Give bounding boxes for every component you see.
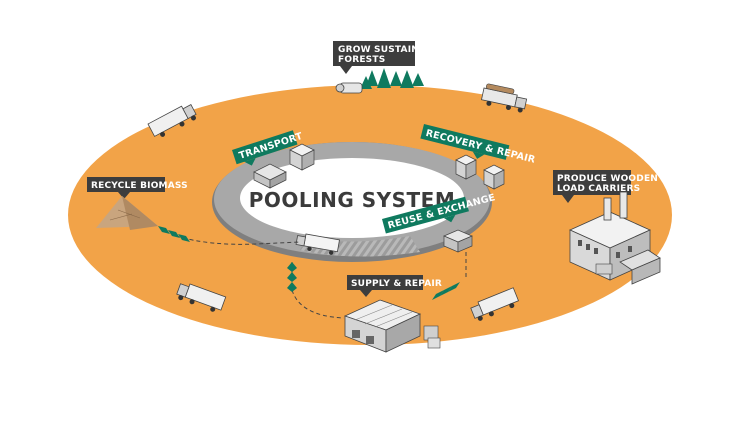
svg-text:GROW SUSTAINABLE: GROW SUSTAINABLE <box>338 45 446 55</box>
truck-icon-logs <box>481 83 528 113</box>
chevron-arrows-icon-bottom <box>287 262 297 292</box>
pallet-stack-icon-reuse <box>443 229 473 253</box>
center-title: POOLING SYSTEM <box>249 188 455 212</box>
callout-recycle-biomass: RECYCLE BIOMASS <box>87 177 188 199</box>
svg-text:PRODUCE WOODEN: PRODUCE WOODEN <box>557 174 658 184</box>
chevron-arrows-icon-right <box>432 282 460 300</box>
callout-produce-carriers: PRODUCE WOODEN LOAD CARRIERS <box>553 170 658 203</box>
biomass-pile-icon <box>96 196 158 230</box>
box-stack-icon-recovery <box>455 154 505 190</box>
forest-trees-icon <box>335 68 424 94</box>
svg-text:SUPPLY & REPAIR: SUPPLY & REPAIR <box>351 279 442 289</box>
warehouse-icon <box>343 299 441 353</box>
truck-icon-left <box>147 104 197 137</box>
truck-icon-inner <box>295 233 340 255</box>
svg-text:RECYCLE BIOMASS: RECYCLE BIOMASS <box>91 181 188 191</box>
truck-icon-bottom-left <box>176 283 227 312</box>
callout-grow-forests: GROW SUSTAINABLE FORESTS <box>333 41 446 74</box>
pallet-stack-icon-transport <box>253 143 315 189</box>
chevron-arrows-icon-left <box>158 226 190 242</box>
svg-text:LOAD CARRIERS: LOAD CARRIERS <box>557 184 640 194</box>
svg-text:FORESTS: FORESTS <box>338 55 385 65</box>
callout-supply-repair: SUPPLY & REPAIR <box>347 275 442 297</box>
factory-icon <box>569 191 661 285</box>
truck-icon-bottom-right <box>470 287 519 321</box>
